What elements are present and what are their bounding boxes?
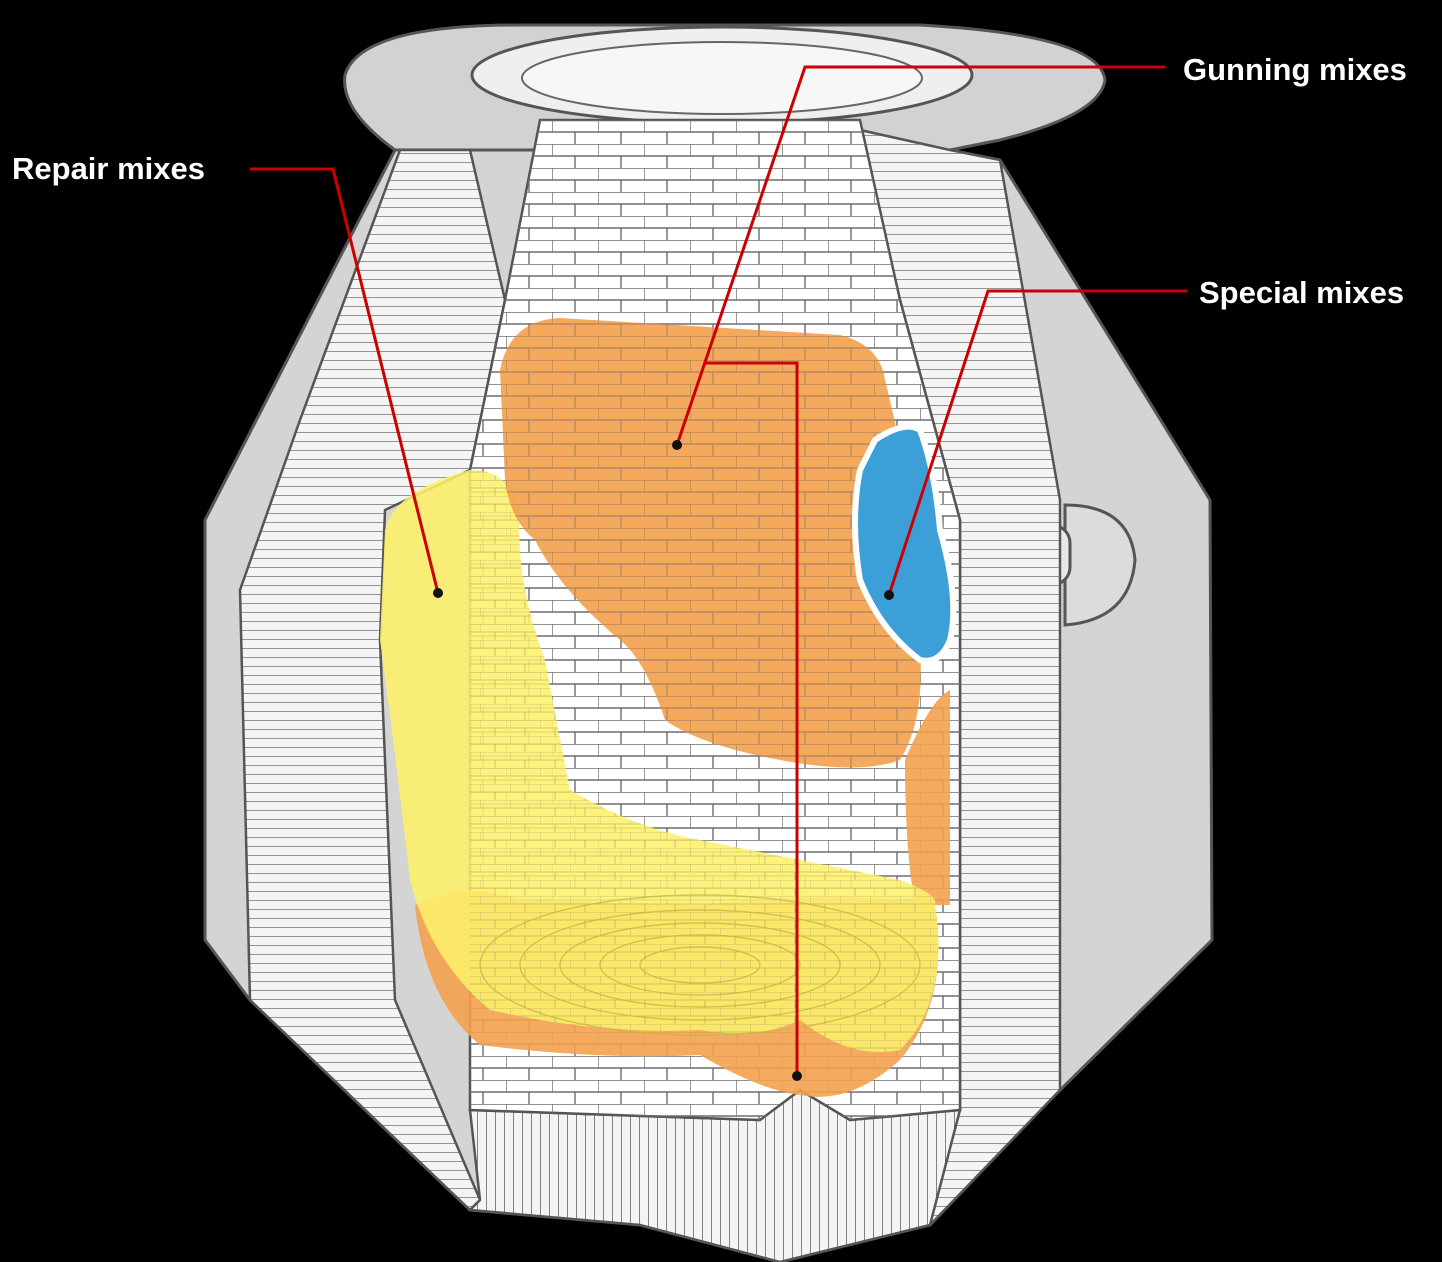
repair-mixes-label: Repair mixes	[12, 151, 205, 187]
gunning-mixes-label: Gunning mixes	[1183, 52, 1407, 88]
special-mixes-label: Special mixes	[1199, 275, 1404, 311]
